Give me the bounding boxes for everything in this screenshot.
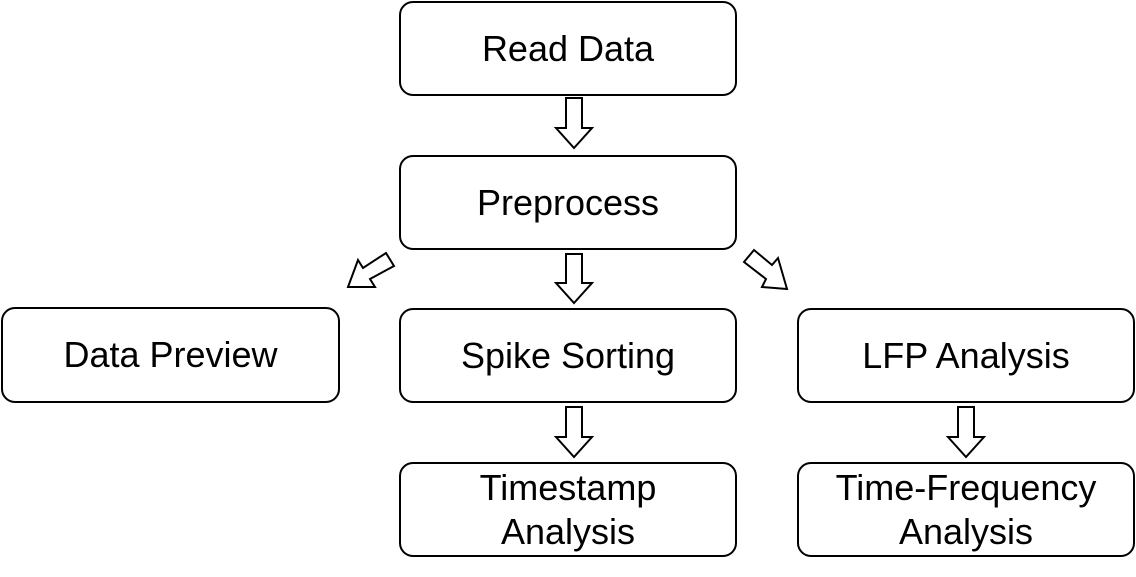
arrow-preprocess-to-data-preview — [346, 251, 396, 288]
node-lfp-analysis-label: LFP Analysis — [862, 334, 1070, 376]
arrow-spike-sorting-to-timestamp — [553, 406, 595, 459]
node-read-data: Read Data — [399, 1, 737, 96]
node-lfp-analysis: LFP Analysis — [797, 308, 1135, 403]
node-time-frequency-analysis-label: Time-Frequency Analysis — [835, 466, 1097, 552]
node-data-preview-label: Data Preview — [63, 334, 278, 375]
arrow-read-to-preprocess — [553, 97, 595, 150]
arrow-preprocess-to-lfp — [742, 248, 789, 291]
node-spike-sorting-label: Spike Sorting — [460, 334, 676, 376]
node-preprocess-label: Preprocess — [476, 181, 660, 223]
node-spike-sorting: Spike Sorting — [399, 308, 737, 403]
arrow-preprocess-to-spike-sorting — [553, 253, 595, 305]
node-timestamp-analysis-label: Timestamp Analysis — [479, 466, 657, 552]
node-time-frequency-analysis: Time-Frequency Analysis — [797, 462, 1135, 557]
node-data-preview: Data Preview — [1, 307, 340, 403]
node-preprocess: Preprocess — [399, 155, 737, 250]
node-timestamp-analysis: Timestamp Analysis — [399, 462, 737, 557]
arrow-lfp-to-time-frequency — [945, 406, 987, 459]
node-read-data-label: Read Data — [481, 27, 655, 69]
